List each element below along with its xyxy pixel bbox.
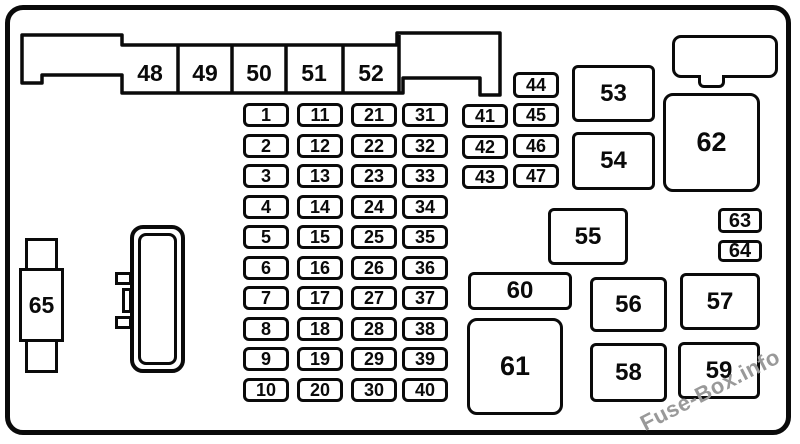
fuse-25: 25: [351, 225, 397, 249]
fuse-7: 7: [243, 286, 289, 310]
fuse-27: 27: [351, 286, 397, 310]
fusible-link-65-top-cap: [25, 238, 58, 271]
fuse-column-21-30: 21 22 23 24 25 26 27 28 29 30: [351, 103, 397, 402]
relay-61: 61: [467, 318, 563, 415]
fuse-26: 26: [351, 255, 397, 280]
fuse-21: 21: [351, 103, 397, 127]
fuse-40: 40: [402, 377, 448, 402]
fuse-46: 46: [513, 133, 559, 158]
fuse-37: 37: [402, 286, 448, 310]
fuse-12: 12: [297, 133, 343, 158]
top-right-connector: [672, 35, 778, 78]
fuse-48: 48: [137, 60, 163, 86]
fuse-5: 5: [243, 225, 289, 249]
fuse-24: 24: [351, 194, 397, 219]
fuse-43: 43: [462, 165, 508, 189]
fuse-20: 20: [297, 377, 343, 402]
relay-60: 60: [468, 272, 572, 310]
fuse-3: 3: [243, 164, 289, 188]
relay-57: 57: [680, 273, 760, 330]
fuse-14: 14: [297, 194, 343, 219]
fuse-50: 50: [246, 60, 272, 86]
fuse-10: 10: [243, 377, 289, 402]
relay-59: 59: [678, 342, 760, 399]
fuse-63: 63: [718, 208, 762, 233]
fuse-16: 16: [297, 255, 343, 280]
fuse-13: 13: [297, 164, 343, 188]
fuse-51: 51: [301, 60, 327, 86]
top-connector-cell-dividers: [176, 35, 401, 93]
fuse-column-45-47: 45 46 47: [513, 103, 559, 188]
fusible-link-65: 65: [19, 268, 64, 342]
fuse-column-11-20: 11 12 13 14 15 16 17 18 19 20: [297, 103, 343, 402]
fuse-47: 47: [513, 164, 559, 188]
fuse-30: 30: [351, 377, 397, 402]
fuse-42: 42: [462, 134, 508, 159]
fuse-19: 19: [297, 347, 343, 371]
fusible-link-65-bottom-cap: [25, 339, 58, 373]
fuse-34: 34: [402, 194, 448, 219]
fuse-33: 33: [402, 164, 448, 188]
fuse-column-1-10: 1 2 3 4 5 6 7 8 9 10: [243, 103, 289, 402]
fuse-35: 35: [402, 225, 448, 249]
relay-53: 53: [572, 65, 655, 122]
fuse-64: 64: [718, 240, 762, 262]
fuse-8: 8: [243, 316, 289, 341]
top-right-connector-tab: [698, 75, 725, 88]
relay-55: 55: [548, 208, 628, 265]
fuse-column-41-43: 41 42 43: [462, 104, 508, 189]
fuse-52: 52: [358, 60, 384, 86]
fuse-23: 23: [351, 164, 397, 188]
fuse-41: 41: [462, 104, 508, 128]
fuse-49: 49: [192, 60, 218, 86]
fuse-column-31-40: 31 32 33 34 35 36 37 38 39 40: [402, 103, 448, 402]
fuse-9: 9: [243, 347, 289, 371]
fuse-32: 32: [402, 133, 448, 158]
relay-56: 56: [590, 277, 667, 332]
relay-62: 62: [663, 93, 760, 192]
fuse-1: 1: [243, 103, 289, 127]
fuse-18: 18: [297, 316, 343, 341]
relay-58: 58: [590, 343, 667, 402]
top-connector-outline: [20, 31, 502, 97]
left-connector-inner: [138, 233, 177, 365]
relay-54: 54: [572, 132, 655, 190]
fuse-28: 28: [351, 316, 397, 341]
fuse-44: 44: [513, 72, 559, 98]
fuse-31: 31: [402, 103, 448, 127]
fuse-38: 38: [402, 316, 448, 341]
top-connector-strip: [20, 31, 502, 97]
fuse-39: 39: [402, 347, 448, 371]
fuse-29: 29: [351, 347, 397, 371]
fuse-15: 15: [297, 225, 343, 249]
fuse-36: 36: [402, 255, 448, 280]
fuse-6: 6: [243, 255, 289, 280]
fuse-2: 2: [243, 133, 289, 158]
fuse-17: 17: [297, 286, 343, 310]
fuse-11: 11: [297, 103, 343, 127]
fuse-22: 22: [351, 133, 397, 158]
fuse-45: 45: [513, 103, 559, 127]
fuse-4: 4: [243, 194, 289, 219]
